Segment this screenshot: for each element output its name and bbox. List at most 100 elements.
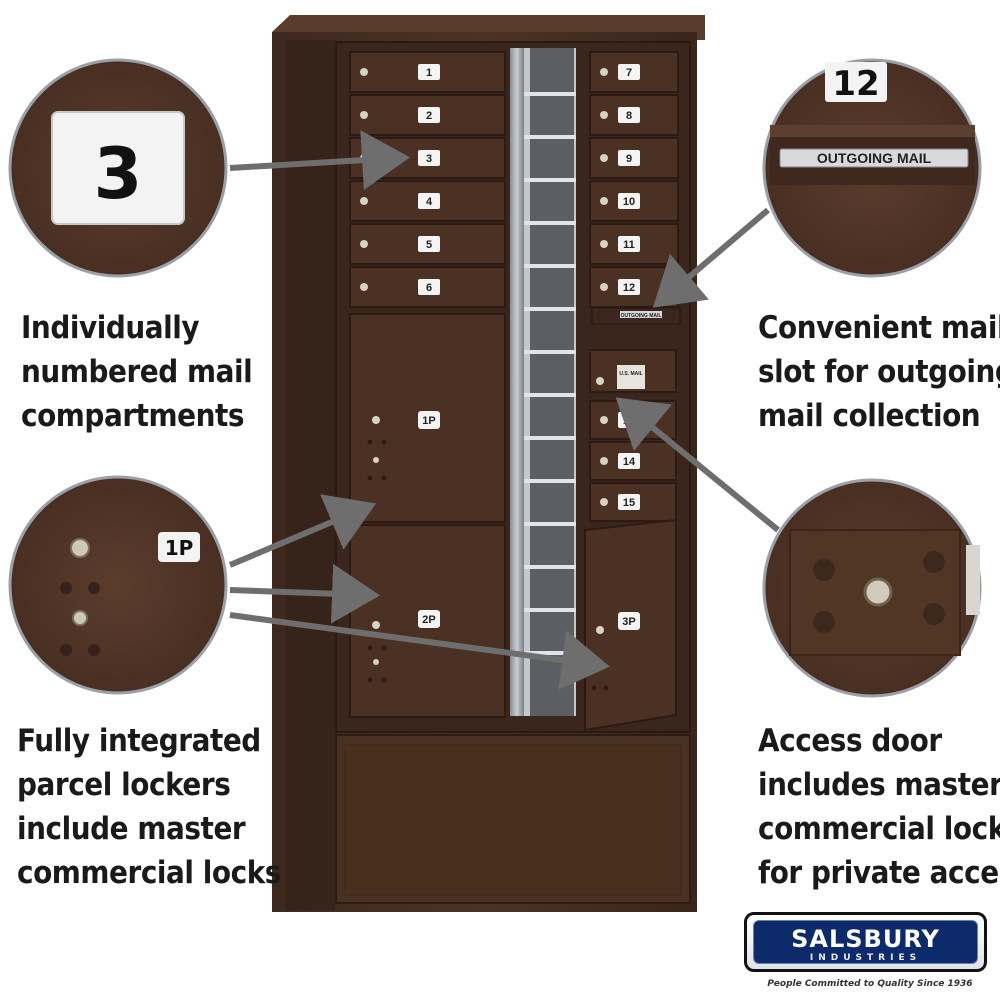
compartment-number-2: 2 <box>426 110 432 122</box>
lock-icon <box>600 154 608 162</box>
caption-line: Convenient mail <box>758 310 1000 346</box>
number-plate <box>418 279 440 295</box>
lock-icon <box>600 111 608 119</box>
lock-icon <box>600 283 608 291</box>
interior-shelf <box>524 436 576 440</box>
caption-top-left: Individually numbered mail compartments <box>21 306 253 438</box>
callout-arrows <box>228 130 780 690</box>
lock-icon <box>600 498 608 506</box>
caption-line: include master <box>17 811 246 847</box>
lock-icon <box>360 240 368 248</box>
interior-shelf <box>524 92 576 96</box>
callout-outgoing-slot: 12 OUTGOING MAIL <box>762 58 982 278</box>
parcel-label-3p: 3P <box>622 616 635 628</box>
interior-shelf <box>524 307 576 311</box>
interior-shelf <box>524 522 576 526</box>
number-plate <box>418 236 440 252</box>
lock-icon <box>372 621 380 629</box>
compartment-number-1: 1 <box>426 67 432 79</box>
interior-shelf <box>524 479 576 483</box>
brand-name: SALSBURY <box>791 925 940 953</box>
lock-icon <box>360 283 368 291</box>
lock-icon <box>360 111 368 119</box>
compartment-number-5: 5 <box>426 239 432 251</box>
caption-line: includes master <box>758 767 1000 803</box>
interior-shelf <box>524 221 576 225</box>
compartment-door-6[interactable] <box>349 266 506 308</box>
brand-tagline: People Committed to Quality Since 1936 <box>767 979 973 989</box>
callout-outgoing-label: OUTGOING MAIL <box>817 150 932 166</box>
lock-icon <box>596 377 604 385</box>
lock-icon <box>373 457 379 463</box>
interior-shelf <box>524 178 576 182</box>
number-plate <box>618 64 640 80</box>
callout-badge-12: 12 <box>832 64 879 104</box>
interior-shelf <box>524 135 576 139</box>
compartment-number-8: 8 <box>626 110 632 122</box>
compartment-number-15: 15 <box>623 497 635 509</box>
compartment-number-10: 10 <box>623 196 635 208</box>
callout-badge-1p: 1P <box>165 536 194 560</box>
lock-icon <box>373 659 379 665</box>
callout-numbered-compartment: 3 <box>8 58 228 278</box>
compartment-number-11: 11 <box>623 239 635 251</box>
lock-icon <box>600 240 608 248</box>
caption-line: Fully integrated <box>17 723 261 759</box>
lock-icon <box>360 68 368 76</box>
compartment-number-4: 4 <box>426 196 433 208</box>
caption-line: commercial lock <box>758 811 1000 847</box>
number-plate <box>618 236 640 252</box>
usmail-plate-label: U.S. MAIL <box>619 371 642 377</box>
interior-shelf <box>524 393 576 397</box>
lock-icon <box>863 577 893 607</box>
compartment-number-6: 6 <box>426 282 432 294</box>
interior-shelf <box>524 350 576 354</box>
outgoing-slot-label: OUTGOING MAIL <box>621 313 662 319</box>
compartment-number-7: 7 <box>626 67 632 79</box>
compartment-number-9: 9 <box>626 153 632 165</box>
number-plate <box>418 150 440 166</box>
lock-icon <box>600 416 608 424</box>
brand-sub: INDUSTRIES <box>809 953 922 963</box>
caption-line: commercial locks <box>17 855 281 891</box>
caption-line: compartments <box>21 398 245 434</box>
caption-line: numbered mail <box>21 354 253 390</box>
caption-bottom-right: Access door includes master commercial l… <box>758 719 1000 895</box>
parcel-label-2p: 2P <box>422 614 435 626</box>
number-plate <box>418 64 440 80</box>
number-plate <box>418 107 440 123</box>
caption-line: mail collection <box>758 398 981 434</box>
lock-icon <box>596 626 604 634</box>
interior-shelf <box>524 264 576 268</box>
lock-icon <box>360 197 368 205</box>
lock-icon <box>70 538 90 558</box>
caption-line: Access door <box>758 723 942 759</box>
caption-top-right: Convenient mail slot for outgoing mail c… <box>758 306 1000 438</box>
interior-shelf <box>524 608 576 612</box>
number-plate <box>618 494 640 510</box>
interior-shelf <box>524 565 576 569</box>
number-plate <box>418 193 440 209</box>
number-plate <box>618 193 640 209</box>
number-plate <box>618 279 640 295</box>
number-plate <box>618 107 640 123</box>
lock-icon <box>600 197 608 205</box>
compartment-door-1[interactable] <box>349 51 506 93</box>
lock-icon <box>600 457 608 465</box>
compartment-number-12: 12 <box>623 282 635 294</box>
caption-line: parcel lockers <box>17 767 231 803</box>
callout-access-door-lock <box>762 478 982 698</box>
lock-icon <box>600 68 608 76</box>
compartment-number-13: 13 <box>623 415 635 427</box>
caption-line: slot for outgoing <box>758 354 1000 390</box>
compartment-number-3: 3 <box>426 153 432 165</box>
compartment-number-14: 14 <box>623 456 636 468</box>
caption-bottom-left: Fully integrated parcel lockers include … <box>17 719 281 895</box>
salsbury-logo: SALSBURY INDUSTRIES <box>744 912 989 974</box>
caption-line: Individually <box>21 310 200 346</box>
open-access-door-interior <box>510 48 588 728</box>
lock-icon <box>72 610 88 626</box>
callout-badge-3: 3 <box>94 133 143 215</box>
